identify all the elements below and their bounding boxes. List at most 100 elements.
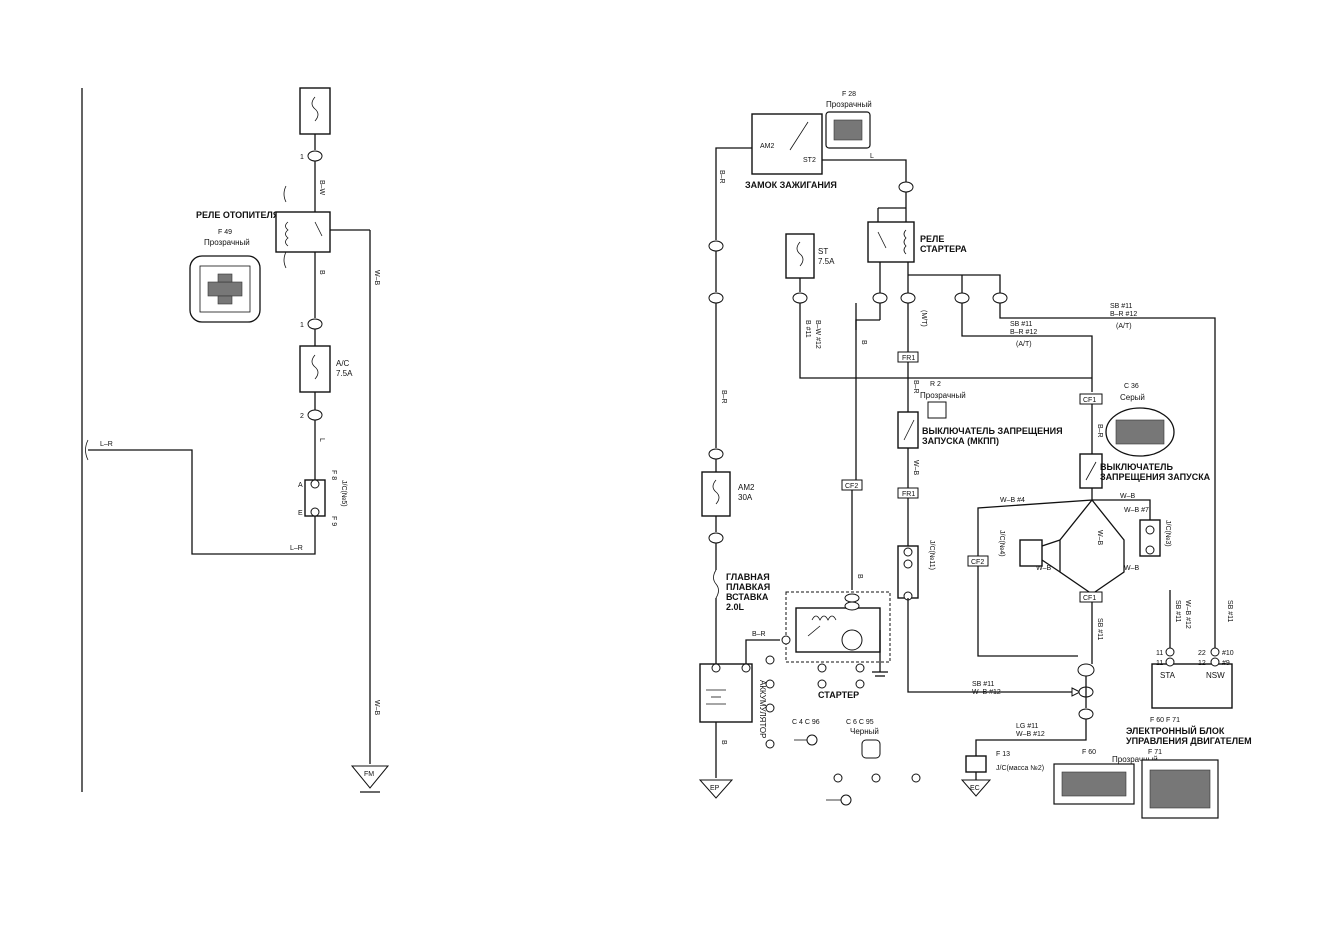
c36-code: C 36	[1124, 383, 1139, 390]
c6-c95-label: C 6 C 95	[846, 719, 874, 726]
ecu-label-1: ЭЛЕКТРОННЫЙ БЛОК	[1126, 725, 1225, 736]
off-page-bracket	[85, 439, 89, 461]
jc-n4-label: J/C(№4)	[998, 530, 1005, 557]
left-panel: 1 B–W РЕЛЕ ОТОПИТЕЛЯ F 49 Прозрачный B 1…	[81, 87, 390, 793]
wire-at-upper	[999, 303, 1216, 650]
connector-cf1-top	[1079, 393, 1103, 405]
f28-connector-image	[825, 111, 871, 149]
neutral-switch-at-label-2: ЗАПРЕЩЕНИЯ ЗАПУСКА	[1100, 472, 1211, 482]
conn-cf1-label: CF1	[1083, 397, 1096, 404]
battery-label: АККУМУЛЯТОР	[758, 680, 767, 738]
wire-label-wb4: W–B #4	[1000, 497, 1025, 504]
jc-label: J/C(№5)	[340, 480, 347, 507]
heater-relay-code: F 49	[218, 229, 232, 236]
ecu-pin-label: 11	[1156, 650, 1163, 657]
fusible-link-symbol	[713, 569, 719, 599]
conn-cf2-label: CF2	[845, 483, 858, 490]
ground-fm-symbol	[350, 765, 390, 789]
wire-label-b: B	[860, 340, 867, 345]
f60-code: F 60	[1082, 749, 1096, 756]
starter-box	[795, 607, 881, 653]
conn-fr1-label: FR1	[902, 355, 915, 362]
am2-fuse-symbol	[712, 479, 720, 505]
starter-outline	[785, 591, 891, 663]
ecu-pin-tag: #10	[1222, 650, 1234, 657]
ac-fuse-name: A/C	[336, 359, 350, 368]
connector-1c	[872, 292, 888, 304]
ecu-ref-label: F 60 F 71	[1150, 717, 1180, 724]
wire-label-br-4: B–R	[752, 631, 766, 638]
ground-ec-label: EC	[970, 785, 980, 792]
pin-label: 1	[300, 322, 304, 329]
pin-label: E	[298, 510, 303, 517]
neutral-switch-at-label-1: ВЫКЛЮЧАТЕЛЬ	[1100, 462, 1173, 472]
fusible-link-label-3: ВСТАВКА	[726, 592, 769, 602]
heater-relay-color: Прозрачный	[204, 238, 250, 247]
f60-71-color: Прозрачный	[1112, 755, 1158, 764]
black-connector-image	[861, 739, 881, 759]
r2-connector-image	[927, 401, 947, 419]
wire-label-sb11-5: SB #11	[1174, 600, 1181, 623]
connector-cf2-right	[967, 555, 989, 567]
f60-connector-image	[1053, 763, 1135, 805]
f71-connector-image	[1141, 759, 1219, 819]
wire-label-wb-3: W–B	[1096, 530, 1103, 546]
wire-label-wb-5: W–B	[1124, 565, 1140, 572]
connector-6c	[708, 240, 724, 252]
neutral-switch-mt-label-2: ЗАПУСКА (МКПП)	[922, 436, 999, 446]
at-tag-2: (A/T)	[1016, 341, 1032, 348]
wire-label-wb12: W–B #12	[972, 689, 1001, 696]
jc-n3-label: J/C(№3)	[1164, 520, 1171, 547]
ac-fuse-symbol	[311, 354, 319, 380]
wire-br-battery-starter	[745, 639, 780, 664]
starter-relay-contact	[877, 231, 887, 249]
heater-relay-label: РЕЛЕ ОТОПИТЕЛЯ	[196, 210, 279, 220]
c4-c96-label: C 4 C 96	[792, 719, 820, 726]
neutral-switch-mt-label-1: ВЫКЛЮЧАТЕЛЬ ЗАПРЕЩЕНИЯ	[922, 426, 1063, 436]
junction-connector-4	[1019, 539, 1043, 567]
conn-cf1-label-2: CF1	[1083, 595, 1096, 602]
wire-label-wb: W–B	[912, 460, 919, 476]
wire-label-b: B	[318, 270, 325, 275]
ground-ep-label: EP	[710, 785, 720, 792]
at-tag: (A/T)	[1116, 323, 1132, 330]
top-fuse-symbol	[311, 96, 319, 122]
neutral-switch-mt-box	[897, 411, 919, 449]
ring-terminal	[806, 734, 818, 746]
wire-label-sb11-2: SB #11	[1010, 321, 1033, 328]
connector-3c	[898, 181, 914, 193]
connector-5	[900, 292, 916, 304]
neutral-switch-at-contact	[1085, 461, 1097, 481]
connector-2	[708, 292, 724, 304]
starter-solenoid-coil	[811, 615, 837, 621]
wire-label-b-2: B	[856, 574, 863, 579]
neutral-switch-mt-contact	[903, 419, 915, 441]
wire-label-wb-2: W–B	[373, 700, 380, 716]
wire-label-sb11-6: SB #11	[1226, 600, 1233, 623]
r2-code: R 2	[930, 381, 941, 388]
wire-label-l: L	[870, 153, 874, 160]
connector-8m	[954, 292, 970, 304]
battery-box	[699, 663, 753, 723]
mt-tag: (M/T)	[920, 310, 927, 327]
ac-fuse-rating: 7.5A	[336, 369, 353, 378]
wire-label-wb-2: W–B	[1120, 493, 1136, 500]
f28-color: Прозрачный	[826, 100, 872, 109]
wire-label-lr: L–R	[290, 545, 303, 552]
heater-relay-coil	[285, 221, 289, 247]
ignition-switch-box	[751, 113, 823, 175]
f71-code: F 71	[1148, 749, 1162, 756]
ecu-box	[1151, 663, 1233, 709]
pin-label: A	[298, 482, 303, 489]
st-fuse-symbol	[796, 241, 804, 267]
jc-ref-f9: F 9	[330, 516, 337, 526]
wire-lr-loop	[88, 449, 316, 555]
r2-color: Прозрачный	[920, 391, 966, 400]
c36-connector-image	[1105, 407, 1175, 457]
ecu-sta-terminal: STA	[1160, 671, 1176, 680]
f28-code: F 28	[842, 91, 856, 98]
right-panel: AM2 ST2 ЗАМОК ЗАЖИГАНИЯ F 28 Прозрачный …	[698, 91, 1252, 819]
conn-fr1-label-2: FR1	[902, 491, 915, 498]
wire-lg	[975, 719, 1087, 756]
